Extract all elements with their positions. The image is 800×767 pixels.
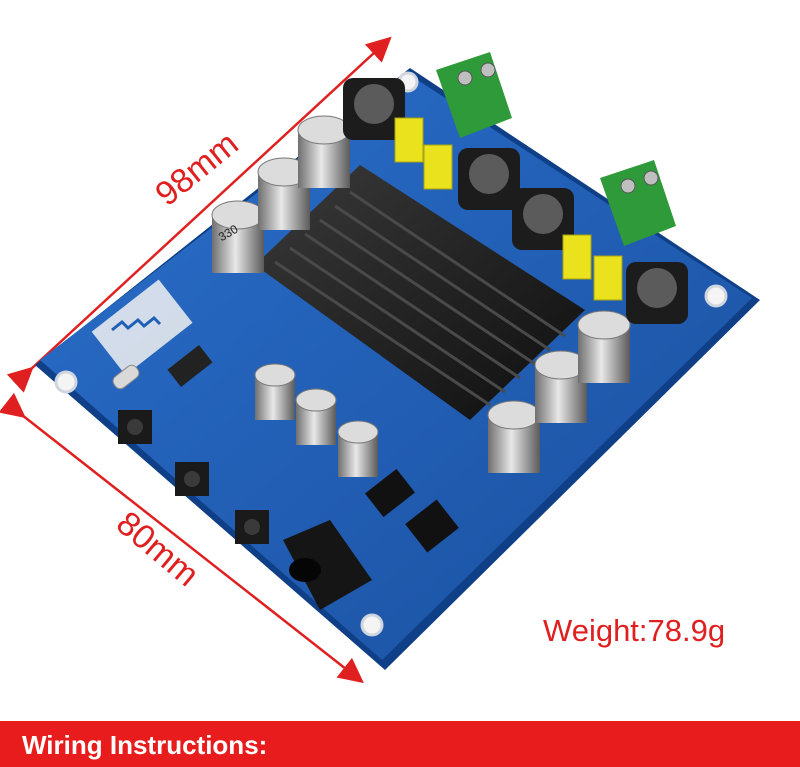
capacitor-330 bbox=[297, 115, 351, 188]
bluetooth-chip bbox=[167, 345, 213, 387]
capacitor-330 bbox=[487, 400, 541, 473]
length-arrow bbox=[6, 36, 392, 393]
amplifier-board: 330 bbox=[35, 52, 760, 670]
banner-title: Wiring Instructions: bbox=[22, 730, 268, 760]
speaker-terminal bbox=[600, 160, 676, 246]
capacitor-330 bbox=[577, 310, 631, 383]
film-capacitor bbox=[394, 117, 424, 163]
width-arrow bbox=[0, 392, 364, 684]
film-capacitor bbox=[593, 255, 623, 301]
crystal-oscillator bbox=[112, 364, 140, 390]
capacitor-220 bbox=[254, 363, 296, 420]
film-capacitor bbox=[562, 234, 592, 280]
inductor bbox=[626, 262, 688, 324]
button-reset bbox=[118, 410, 152, 444]
inductor bbox=[512, 188, 574, 250]
button-next bbox=[235, 510, 269, 544]
mount-hole bbox=[54, 370, 78, 394]
capacitor-330: 330 bbox=[211, 200, 265, 273]
power-jack bbox=[283, 520, 372, 610]
film-capacitor bbox=[423, 144, 453, 190]
capacitor-330 bbox=[534, 350, 588, 423]
mount-hole bbox=[704, 284, 728, 308]
speaker-terminal bbox=[436, 52, 512, 138]
bluetooth-antenna bbox=[91, 279, 193, 376]
mount-hole bbox=[360, 613, 384, 637]
heat-sink bbox=[255, 165, 585, 420]
button-prev bbox=[175, 462, 209, 496]
voltage-regulator bbox=[365, 468, 415, 518]
weight-label: Weight:78.9g bbox=[543, 613, 726, 648]
diode bbox=[405, 499, 459, 553]
wiring-banner: Wiring Instructions: bbox=[0, 721, 800, 767]
inductor bbox=[343, 78, 405, 140]
capacitor-220 bbox=[337, 420, 379, 477]
capacitor-220 bbox=[295, 388, 337, 445]
inductor bbox=[458, 148, 520, 210]
